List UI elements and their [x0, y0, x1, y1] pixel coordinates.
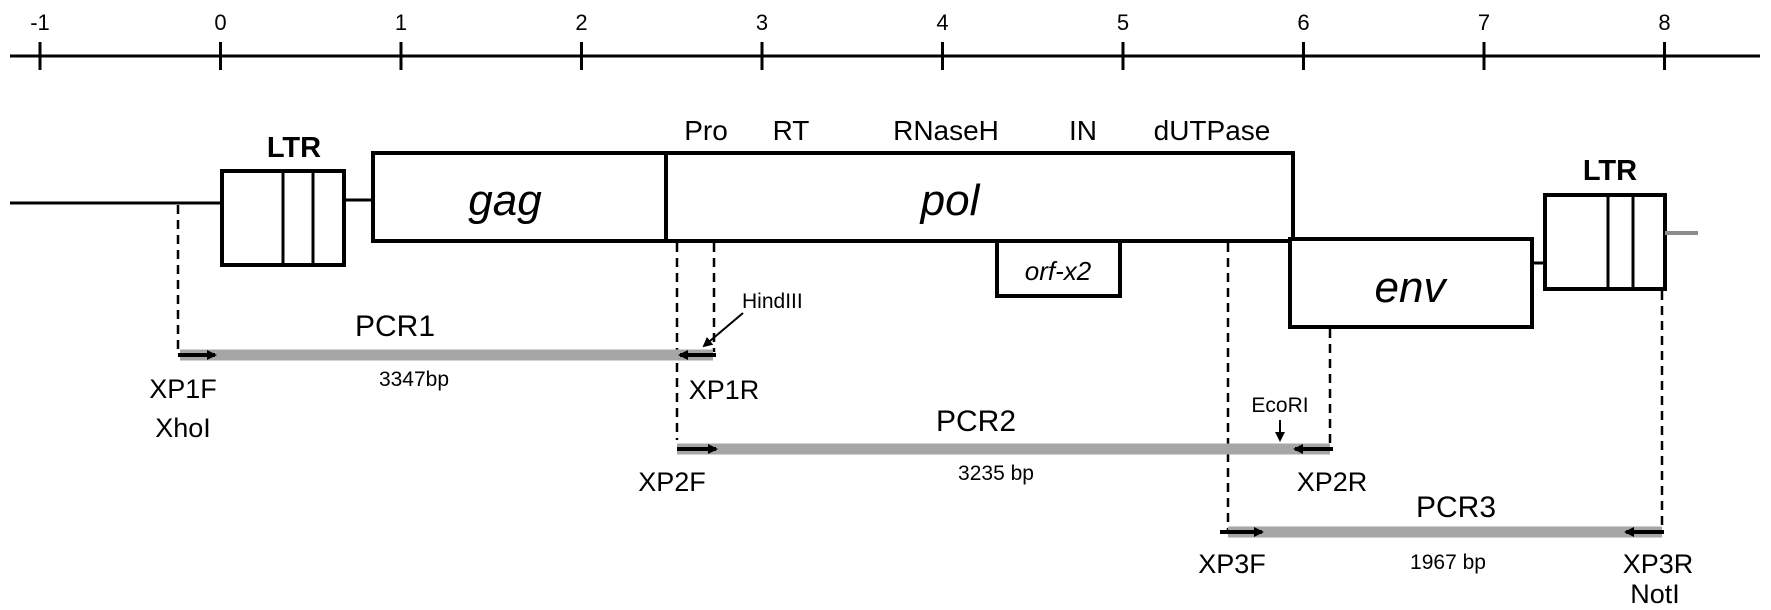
- pcr2-label: PCR2: [936, 405, 1016, 438]
- env-box: [1288, 237, 1534, 329]
- ltr-right-label: LTR: [1583, 155, 1637, 187]
- hindiii-label: HindIII: [742, 290, 803, 313]
- orf-x2-box: [995, 239, 1122, 298]
- pcr1-amplicon: PCR1 3347bp XP1F XhoI XP1R HindIII: [149, 290, 802, 443]
- ruler-tick-label: 7: [1478, 10, 1490, 35]
- pol-label: pol: [919, 176, 981, 225]
- genome-map: LTR gag pol Pro RT RNaseH IN dUTPase orf…: [10, 115, 1698, 329]
- xp2f-label: XP2F: [638, 467, 706, 497]
- ltr-right-box: [1543, 193, 1667, 291]
- ruler-tick-label: 1: [395, 10, 407, 35]
- ecori-label: EcoRI: [1251, 394, 1308, 417]
- pcr3-size: 1967 bp: [1410, 551, 1486, 574]
- pol-domain-dutpase: dUTPase: [1154, 115, 1271, 146]
- ruler-tick-label: 3: [756, 10, 768, 35]
- scale-ruler: -1 0 1 2 3 4 5 6 7 8: [10, 10, 1760, 70]
- ruler-tick-label: 5: [1117, 10, 1129, 35]
- xp3f-label: XP3F: [1198, 549, 1266, 579]
- pcr2-size: 3235 bp: [958, 462, 1034, 485]
- pol-domain-rt: RT: [773, 115, 810, 146]
- xp2r-label: XP2R: [1297, 467, 1368, 497]
- pcr1-size: 3347bp: [379, 368, 449, 391]
- primer-guides: [176, 205, 1664, 530]
- xhoi-label: XhoI: [155, 413, 211, 443]
- ruler-tick-label: 4: [936, 10, 948, 35]
- ruler-tick-label: 6: [1297, 10, 1309, 35]
- ruler-ticks: -1 0 1 2 3 4 5 6 7 8: [30, 10, 1671, 70]
- ltr-left-label: LTR: [267, 132, 321, 164]
- gag-label: gag: [468, 176, 542, 225]
- pol-domain-rnaseh: RNaseH: [893, 115, 999, 146]
- pol-domain-pro: Pro: [684, 115, 728, 146]
- ruler-tick-label: -1: [30, 10, 50, 35]
- pcr1-label: PCR1: [355, 310, 435, 343]
- orf-x2-label: orf-x2: [1025, 256, 1092, 286]
- pcr3-amplicon: PCR3 1967 bp XP3F XP3R NotI: [1198, 491, 1693, 609]
- ltr-left: LTR: [220, 132, 346, 267]
- ruler-tick-label: 0: [214, 10, 226, 35]
- pol-box: [664, 151, 1295, 243]
- ruler-tick-label: 2: [575, 10, 587, 35]
- env-label: env: [1375, 263, 1449, 312]
- pol-domain-in: IN: [1069, 115, 1097, 146]
- ruler-tick-label: 8: [1658, 10, 1670, 35]
- ltr-right: LTR: [1543, 155, 1667, 291]
- pcr3-label: PCR3: [1416, 491, 1496, 524]
- hindiii-pointer: [702, 312, 744, 348]
- pcr2-amplicon: PCR2 3235 bp XP2F XP2R EcoRI: [638, 394, 1367, 497]
- xp1f-label: XP1F: [149, 374, 217, 404]
- xp1r-label: XP1R: [689, 375, 760, 405]
- noti-label: NotI: [1630, 579, 1680, 609]
- xp3r-label: XP3R: [1623, 549, 1694, 579]
